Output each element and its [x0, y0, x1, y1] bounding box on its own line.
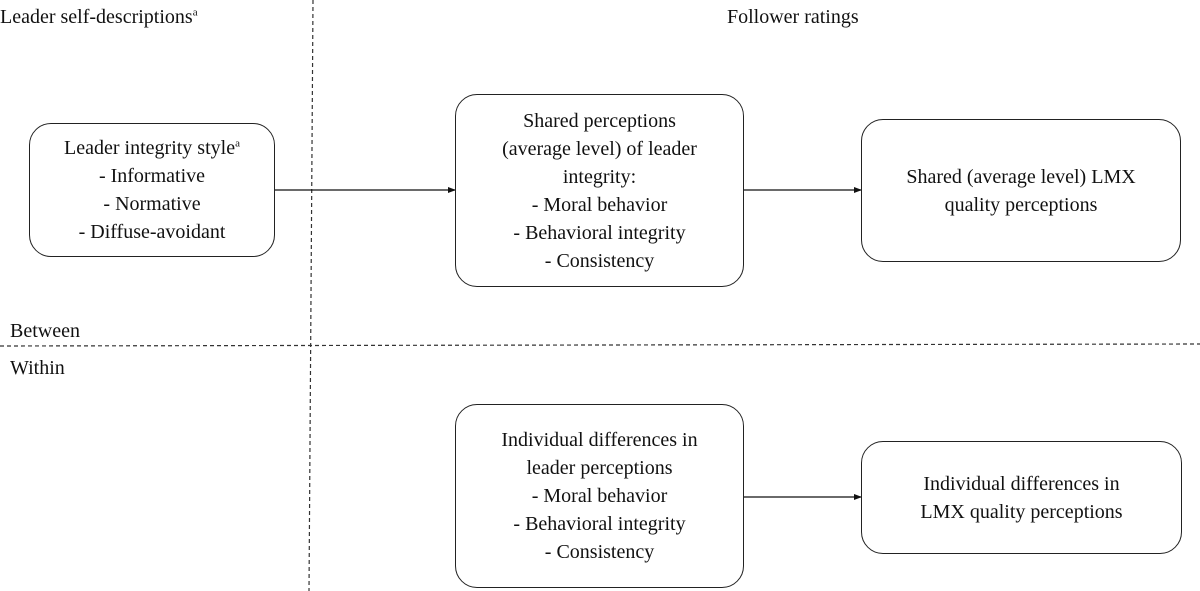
box-text-line: leader perceptions	[526, 457, 673, 479]
list-item: - Diffuse-avoidant	[78, 221, 226, 243]
box-title: Leader integrity stylea	[64, 134, 240, 162]
box-individual-lmx: Individual differences in LMX quality pe…	[861, 441, 1182, 554]
horizontal-dashed-divider	[0, 343, 1200, 347]
list-item: - Behavioral integrity	[513, 221, 686, 244]
box-text-line: (average level) of leader	[502, 137, 697, 160]
box-text-line: quality perceptions	[944, 193, 1098, 216]
list-item: - Moral behavior	[531, 193, 668, 216]
list-item: - Behavioral integrity	[513, 513, 686, 535]
box-individual-perceptions: Individual differences in leader percept…	[455, 404, 744, 588]
header-follower-ratings: Follower ratings	[727, 6, 859, 28]
box-text-line: Individual differences in	[501, 429, 698, 451]
box-title-superscript: a	[235, 137, 240, 150]
box-title-text: Leader integrity style	[64, 137, 236, 159]
header-leader-self-descriptions: Leader self-descriptionsa	[0, 5, 198, 29]
header-left-text: Leader self-descriptions	[0, 6, 193, 28]
level-label-between: Between	[10, 320, 80, 342]
list-item: - Normative	[103, 193, 201, 215]
box-shared-perceptions: Shared perceptions (average level) of le…	[455, 94, 744, 287]
list-item: - Moral behavior	[531, 485, 668, 507]
box-leader-integrity-style: Leader integrity stylea - Informative - …	[29, 123, 275, 257]
vertical-dashed-divider	[308, 0, 314, 591]
box-text-line: LMX quality perceptions	[920, 500, 1123, 523]
list-item: - Informative	[98, 165, 206, 187]
box-text-line: Shared (average level) LMX	[906, 165, 1136, 188]
box-text-line: integrity:	[562, 165, 637, 188]
header-left-superscript: a	[192, 6, 198, 19]
level-label-within: Within	[10, 357, 65, 379]
list-item: - Consistency	[544, 541, 655, 563]
box-text-line: Individual differences in	[923, 472, 1120, 495]
box-text-line: Shared perceptions	[523, 109, 676, 132]
list-item: - Consistency	[544, 249, 655, 272]
box-shared-lmx: Shared (average level) LMX quality perce…	[861, 119, 1181, 262]
